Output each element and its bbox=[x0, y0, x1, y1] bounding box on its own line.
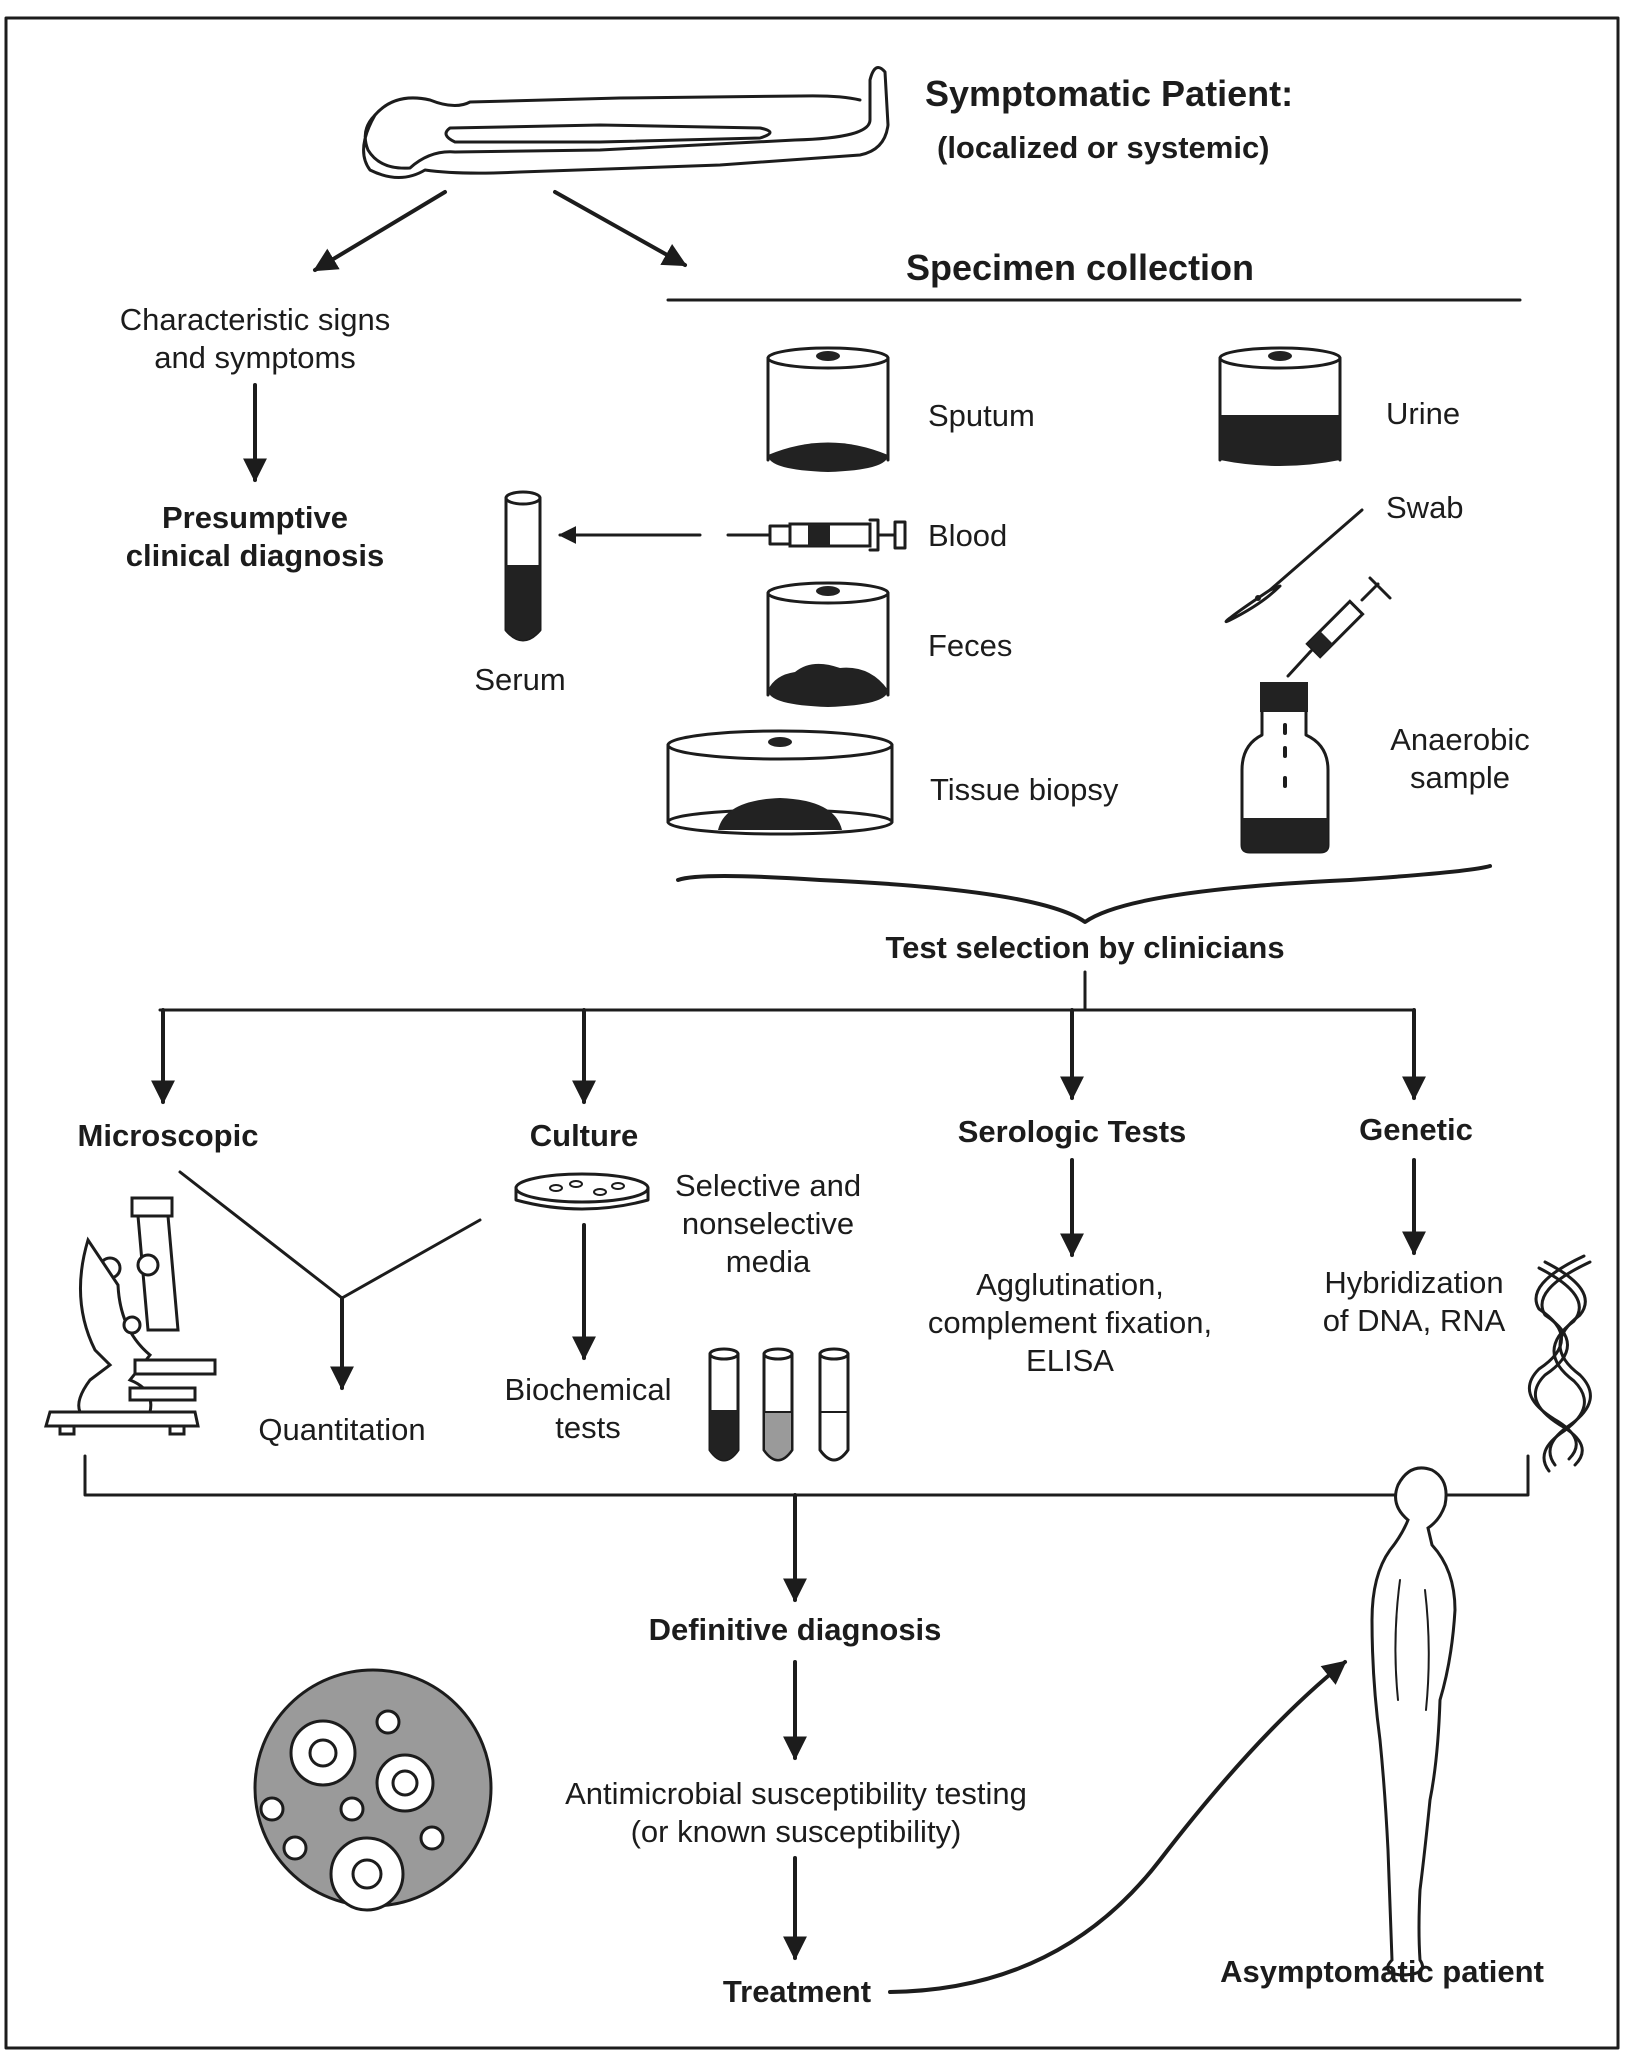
swab-icon bbox=[1224, 508, 1364, 624]
genetic-line1: Hybridization bbox=[1324, 1265, 1503, 1300]
media-line3: media bbox=[726, 1244, 811, 1279]
ast-line2: (or known susceptibility) bbox=[631, 1814, 962, 1849]
signs-line2: and symptoms bbox=[154, 340, 356, 375]
serum-label: Serum bbox=[474, 662, 565, 697]
serologic-line3: ELISA bbox=[1026, 1343, 1114, 1378]
sputum-jar-icon bbox=[766, 346, 890, 472]
urine-jar-icon bbox=[1218, 346, 1342, 466]
figure-border bbox=[4, 16, 1620, 2050]
media-line1: Selective and bbox=[675, 1168, 861, 1203]
genetic-heading: Genetic bbox=[1359, 1112, 1473, 1147]
anaerobic-line1: Anaerobic bbox=[1390, 722, 1530, 757]
feces-label: Feces bbox=[928, 628, 1012, 663]
standing-person-icon bbox=[1370, 1466, 1457, 1977]
ast-line1: Antimicrobial susceptibility testing bbox=[565, 1776, 1027, 1811]
urine-label: Urine bbox=[1386, 396, 1460, 431]
serologic-line1: Agglutination, bbox=[976, 1267, 1164, 1302]
dna-helix-icon bbox=[1528, 1254, 1592, 1473]
sputum-label: Sputum bbox=[928, 398, 1035, 433]
specimen-title: Specimen collection bbox=[906, 247, 1254, 288]
serologic-line2: complement fixation, bbox=[928, 1305, 1212, 1340]
definitive-diagnosis-label: Definitive diagnosis bbox=[649, 1612, 942, 1647]
serum-tube-icon bbox=[504, 490, 542, 642]
arrow-to-signs bbox=[312, 190, 447, 272]
specimen-brace bbox=[676, 864, 1492, 924]
microscopic-y-lines bbox=[178, 1170, 482, 1300]
serologic-heading: Serologic Tests bbox=[958, 1114, 1187, 1149]
blood-syringe-icon bbox=[726, 518, 907, 552]
lying-patient-icon bbox=[362, 66, 890, 179]
test-selection-label: Test selection by clinicians bbox=[885, 930, 1284, 965]
asymptomatic-label: Asymptomatic patient bbox=[1220, 1954, 1544, 1989]
media-line2: nonselective bbox=[682, 1206, 854, 1241]
patient-title: Symptomatic Patient: bbox=[925, 73, 1293, 114]
test-tubes-icon bbox=[708, 1347, 850, 1462]
arrow-to-asymptomatic bbox=[888, 1660, 1347, 1994]
arrow-to-specimen bbox=[553, 190, 688, 267]
signs-line1: Characteristic signs bbox=[120, 302, 390, 337]
petri-dish-icon bbox=[514, 1172, 650, 1211]
results-bracket bbox=[83, 1454, 1530, 1497]
colony-plate-icon bbox=[253, 1668, 493, 1912]
patient-subtitle: (localized or systemic) bbox=[937, 130, 1270, 165]
presumptive-line2: clinical diagnosis bbox=[126, 538, 384, 573]
genetic-line2: of DNA, RNA bbox=[1323, 1303, 1506, 1338]
tissue-dish-icon bbox=[666, 729, 894, 836]
presumptive-line1: Presumptive bbox=[162, 500, 348, 535]
biochemical-line2: tests bbox=[555, 1410, 620, 1445]
quantitation-label: Quantitation bbox=[258, 1412, 425, 1447]
culture-heading: Culture bbox=[530, 1118, 639, 1153]
tissue-label: Tissue biopsy bbox=[930, 772, 1119, 807]
biochemical-line1: Biochemical bbox=[504, 1372, 671, 1407]
anaerobic-bottle-icon bbox=[1240, 682, 1330, 854]
microscopic-heading: Microscopic bbox=[78, 1118, 259, 1153]
feces-jar-icon bbox=[766, 581, 890, 707]
anaerobic-line2: sample bbox=[1410, 760, 1510, 795]
microscope-icon bbox=[44, 1196, 217, 1436]
treatment-label: Treatment bbox=[723, 1974, 871, 2009]
swab-label: Swab bbox=[1386, 490, 1464, 525]
anaerobic-syringe-icon bbox=[1286, 576, 1392, 678]
blood-label: Blood bbox=[928, 518, 1007, 553]
